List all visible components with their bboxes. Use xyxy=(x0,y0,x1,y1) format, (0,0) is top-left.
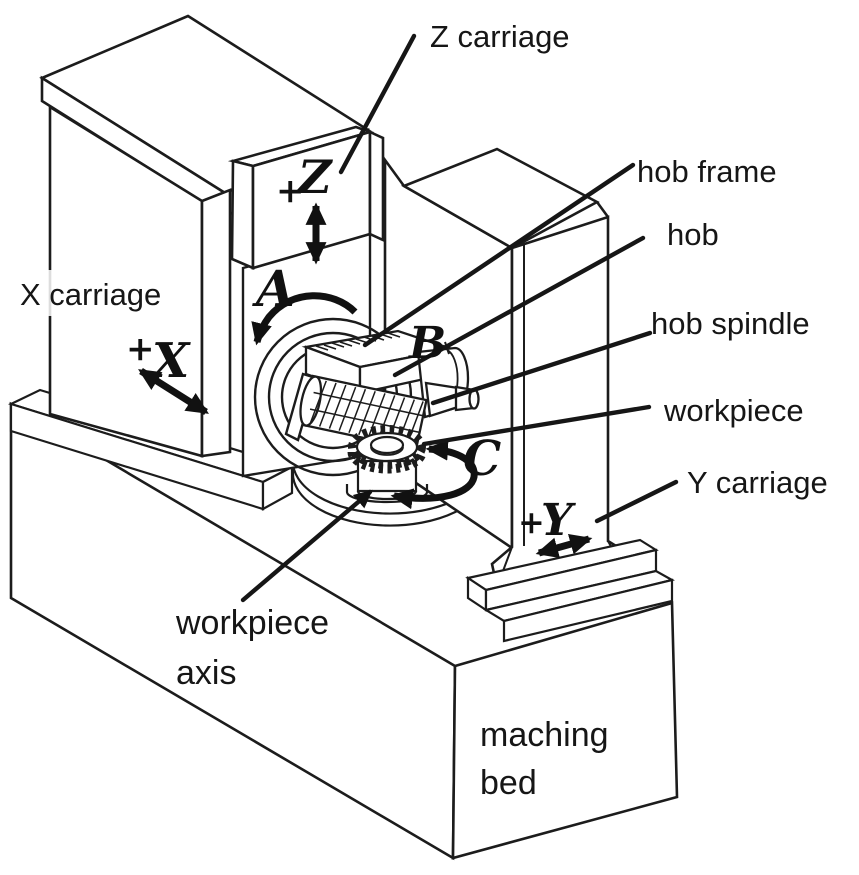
x-carriage-label-halo xyxy=(14,270,186,316)
x-axis-plus-sign: + xyxy=(126,329,155,369)
z-axis-letter: Z xyxy=(296,150,333,204)
a-rotation-letter: A xyxy=(252,259,295,318)
z-axis-plus-sign: + xyxy=(276,171,305,211)
label-y-carriage: Y carriage xyxy=(687,465,828,500)
label-workpiece: workpiece xyxy=(663,393,804,428)
tower-side-face xyxy=(200,188,232,458)
z-plate-left xyxy=(230,159,255,270)
y-axis-arrow xyxy=(535,533,593,559)
hob-teeth-hatch xyxy=(309,380,424,446)
hob-assembly xyxy=(299,329,480,451)
b-rotation-letter: B xyxy=(407,318,446,369)
z-plate-right xyxy=(368,129,385,243)
hob-left-end xyxy=(299,375,323,427)
x-rail-end xyxy=(261,465,294,511)
z-carriage-plate xyxy=(227,125,385,270)
a-rotation-arrow xyxy=(251,292,358,346)
hob-leader-line xyxy=(392,235,646,378)
label-maching-bed-line1: maching xyxy=(480,716,609,754)
ytower-top-edge xyxy=(595,201,610,218)
workpiece-axis-leader-line xyxy=(240,489,373,603)
workpiece-leader-line xyxy=(421,404,652,447)
label-hob: hob xyxy=(667,217,719,252)
y-axis-letter: Y xyxy=(541,495,576,546)
z-carriage-leader-line xyxy=(338,33,417,175)
label-hob-spindle: hob spindle xyxy=(651,306,810,341)
label-hob-frame: hob frame xyxy=(637,154,777,189)
bed-front-face xyxy=(451,601,679,860)
hob-frame-leader-line xyxy=(362,162,636,348)
hob-spindle-leader-line xyxy=(430,330,653,406)
y-carriage-leader-line xyxy=(594,479,679,524)
gear-bore xyxy=(369,435,405,455)
label-z-carriage: Z carriage xyxy=(430,19,570,54)
machine-bed xyxy=(9,401,679,861)
label-workpiece-axis-line2: axis xyxy=(176,654,236,692)
label-maching-bed-line2: bed xyxy=(480,764,537,802)
label-workpiece-axis-line1: workpiece xyxy=(175,604,329,642)
y-axis-rails xyxy=(465,538,675,643)
label-x-carriage: X carriage xyxy=(20,277,161,312)
y-axis-plus-sign: + xyxy=(518,503,545,541)
c-rotation-letter: C xyxy=(463,431,501,487)
hob-cutter xyxy=(299,374,428,451)
workpiece-assembly xyxy=(345,425,429,504)
x-axis-letter: X xyxy=(149,333,191,389)
y-rail2-front xyxy=(502,578,674,643)
x-axis-arrow xyxy=(138,368,209,415)
c-rotation-arrow xyxy=(390,439,478,510)
